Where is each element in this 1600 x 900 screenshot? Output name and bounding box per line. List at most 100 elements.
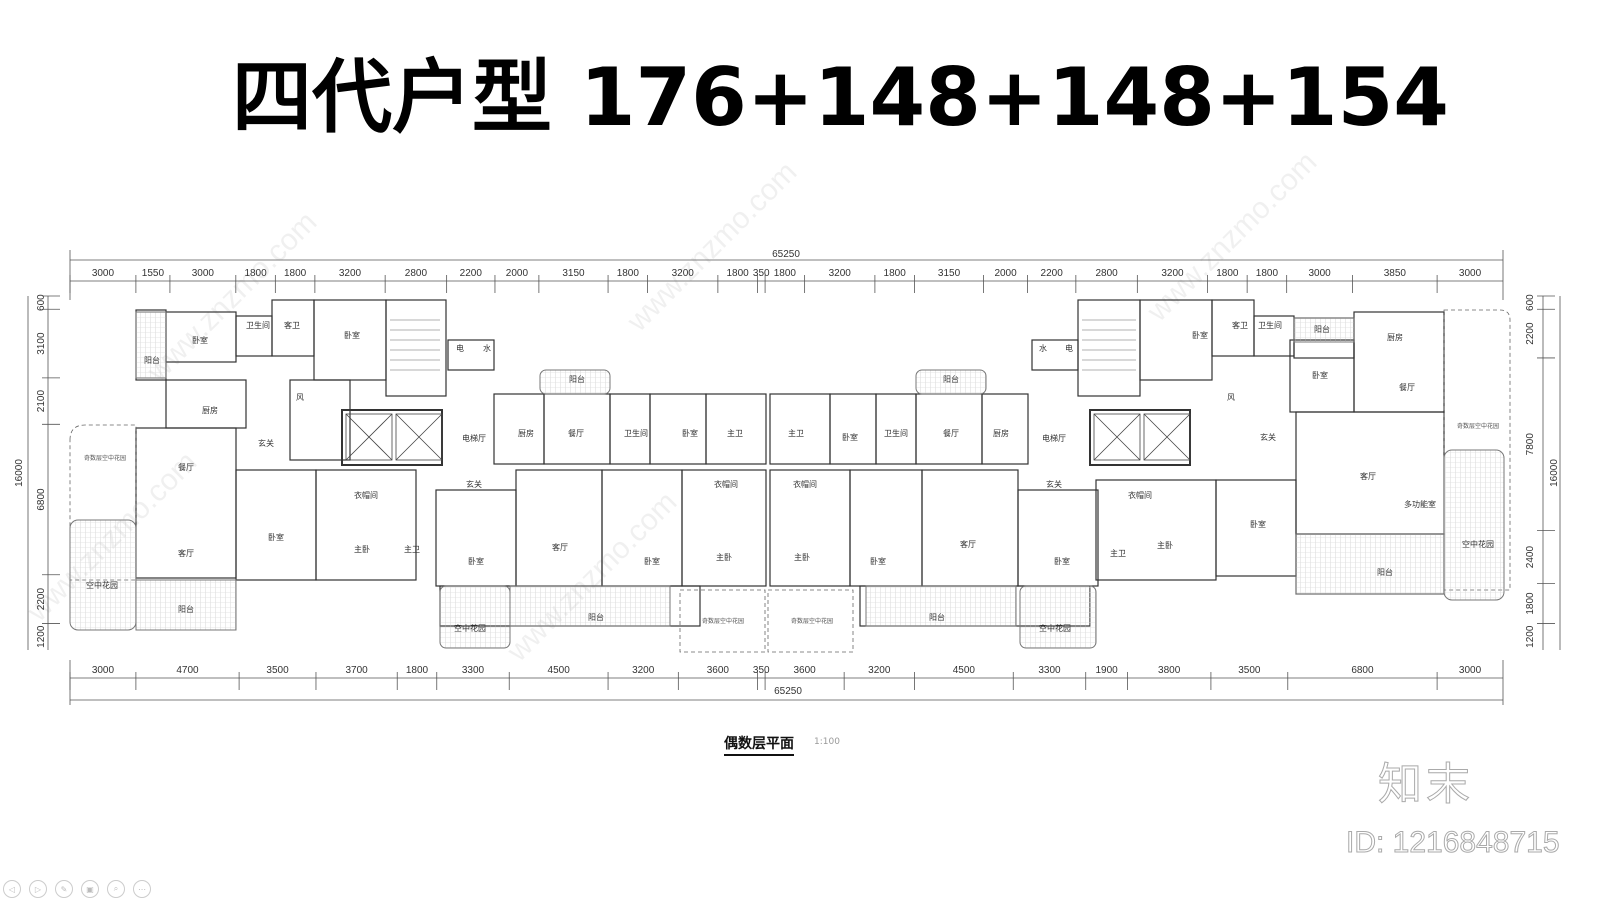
svg-text:主卫: 主卫: [1110, 548, 1126, 558]
dimension-label: 3150: [562, 268, 585, 279]
side-dimension-lines: [27, 296, 1561, 650]
svg-text:空中花园: 空中花园: [1039, 623, 1071, 633]
svg-text:卧室: 卧室: [682, 428, 698, 438]
dimension-label: 1550: [142, 268, 165, 279]
svg-text:主卫: 主卫: [727, 428, 743, 438]
dimension-label: 6800: [36, 488, 47, 511]
dimension-label: 3500: [1238, 665, 1261, 676]
viewer-toolbar: ◁ ▷ ✎ ▣ ⌕ ⋯: [3, 880, 151, 898]
svg-text:卫生间: 卫生间: [624, 428, 648, 438]
svg-text:水: 水: [483, 343, 491, 353]
dimension-label: 3200: [672, 268, 695, 279]
dimension-label: 3000: [92, 268, 115, 279]
svg-text:厨房: 厨房: [518, 428, 534, 438]
svg-text:衣帽间: 衣帽间: [793, 479, 817, 489]
svg-text:卧室: 卧室: [1312, 370, 1328, 380]
dimension-label: 3600: [707, 665, 730, 676]
svg-text:卧室: 卧室: [468, 556, 484, 566]
search-icon[interactable]: ⌕: [107, 880, 125, 898]
dimension-label: 3000: [92, 665, 115, 676]
svg-text:餐厅: 餐厅: [943, 429, 959, 438]
svg-text:主卧: 主卧: [1157, 540, 1173, 550]
dimension-label: 1800: [1216, 268, 1239, 279]
svg-text:主卫: 主卫: [788, 428, 804, 438]
svg-text:主卧: 主卧: [716, 552, 732, 562]
dimension-label: 3300: [462, 665, 485, 676]
svg-text:客卫: 客卫: [284, 320, 300, 330]
svg-text:卧室: 卧室: [1054, 556, 1070, 566]
dimension-label: 2200: [1525, 322, 1536, 345]
svg-text:奇数层空中花园: 奇数层空中花园: [1457, 422, 1499, 430]
svg-text:阳台: 阳台: [1377, 567, 1393, 577]
svg-text:卧室: 卧室: [268, 532, 284, 542]
dimension-label: 1800: [1256, 268, 1279, 279]
svg-text:衣帽间: 衣帽间: [354, 490, 378, 500]
svg-text:玄关: 玄关: [1046, 479, 1062, 489]
dimension-label: 3700: [345, 665, 368, 676]
dimension-label: 350: [753, 665, 770, 676]
svg-text:玄关: 玄关: [258, 438, 274, 448]
svg-text:餐厅: 餐厅: [1399, 383, 1415, 392]
svg-text:阳台: 阳台: [929, 612, 945, 622]
svg-text:主卧: 主卧: [794, 552, 810, 562]
svg-text:卧室: 卧室: [644, 556, 660, 566]
pen-icon[interactable]: ✎: [55, 880, 73, 898]
svg-text:奇数层空中花园: 奇数层空中花园: [702, 617, 744, 625]
svg-text:水: 水: [1039, 343, 1047, 353]
dimension-label: 2000: [994, 268, 1017, 279]
svg-text:卫生间: 卫生间: [884, 428, 908, 438]
prev-icon[interactable]: ◁: [3, 880, 21, 898]
svg-text:阳台: 阳台: [144, 355, 160, 365]
dimension-label: 3500: [266, 665, 289, 676]
svg-text:奇数层空中花园: 奇数层空中花园: [84, 454, 126, 462]
dimension-label: 600: [1525, 294, 1536, 311]
dimension-label: 2200: [36, 588, 47, 611]
svg-text:客厅: 客厅: [960, 539, 976, 549]
next-icon[interactable]: ▷: [29, 880, 47, 898]
svg-text:卧室: 卧室: [842, 432, 858, 442]
dimension-label: 2800: [1095, 268, 1118, 279]
dimension-label: 3150: [938, 268, 961, 279]
svg-text:奇数层空中花园: 奇数层空中花园: [791, 617, 833, 625]
dimension-label: 3600: [793, 665, 816, 676]
plan-caption: 偶数层平面: [724, 733, 794, 756]
dimension-label: 2200: [460, 268, 483, 279]
svg-text:厨房: 厨房: [1387, 332, 1403, 342]
dimension-label: 3850: [1384, 268, 1407, 279]
svg-text:空中花园: 空中花园: [1462, 539, 1494, 549]
svg-text:厨房: 厨房: [993, 428, 1009, 438]
svg-text:卧室: 卧室: [1192, 330, 1208, 340]
dimension-label: 3200: [868, 665, 891, 676]
walls: [135, 299, 1445, 627]
dimension-label: 1200: [1525, 625, 1536, 648]
brand-logo: 知末: [1378, 759, 1474, 811]
page-title: 四代户型 176+148+148+154: [232, 51, 1449, 144]
dimension-label: 3200: [339, 268, 362, 279]
left-total-dimension: 16000: [14, 459, 25, 487]
svg-text:电梯厅: 电梯厅: [462, 433, 486, 443]
dimension-label: 3000: [1459, 665, 1482, 676]
dimension-label: 3200: [632, 665, 655, 676]
dimension-label: 1800: [1525, 592, 1536, 615]
svg-text:阳台: 阳台: [588, 612, 604, 622]
svg-text:阳台: 阳台: [943, 374, 959, 384]
dimension-label: 4700: [176, 665, 199, 676]
image-id: ID: 1216848715: [1346, 826, 1561, 860]
svg-text:阳台: 阳台: [178, 604, 194, 614]
dimension-label: 3200: [829, 268, 852, 279]
dimension-label: 2000: [506, 268, 529, 279]
dimension-label: 1800: [617, 268, 640, 279]
dimension-label: 4500: [953, 665, 976, 676]
stairs: [390, 319, 1136, 371]
svg-text:空中花园: 空中花园: [454, 623, 486, 633]
copy-icon[interactable]: ▣: [81, 880, 99, 898]
svg-text:卧室: 卧室: [1250, 519, 1266, 529]
svg-text:电: 电: [1065, 343, 1073, 353]
garden-outlines: [69, 309, 1511, 653]
room-labels: 卧室 卫生间 客卫 卧室 阳台 厨房 风 玄关 餐厅 客厅 卧室 衣帽间 主卧 …: [84, 320, 1499, 633]
dimension-label: 1900: [1095, 665, 1118, 676]
more-icon[interactable]: ⋯: [133, 880, 151, 898]
dimension-label: 3000: [1459, 268, 1482, 279]
svg-text:卧室: 卧室: [344, 330, 360, 340]
svg-text:衣帽间: 衣帽间: [714, 479, 738, 489]
